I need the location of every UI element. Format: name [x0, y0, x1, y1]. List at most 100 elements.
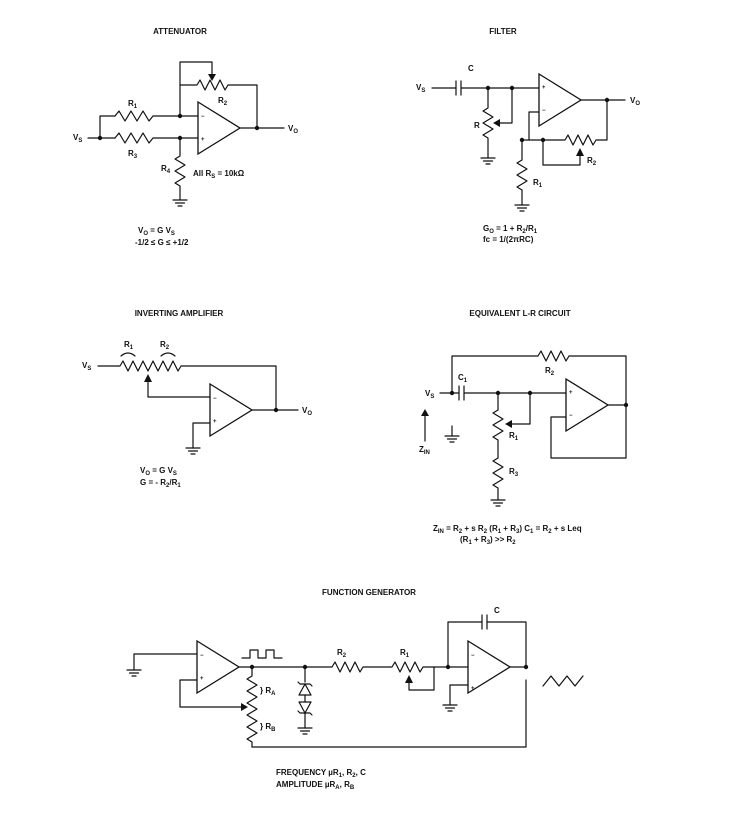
inverting-junction [273, 407, 279, 413]
inverting-r1-label: R1 [124, 340, 134, 351]
square-wave-icon [241, 649, 283, 659]
attenuator-r3-resistor [114, 132, 199, 144]
filter-wiper-arrow [493, 119, 500, 127]
lr-equation-2: (R1 + R3) >> R2 [460, 535, 516, 546]
inverting-opamp [209, 382, 254, 438]
ground-icon [172, 199, 188, 207]
lr-zin-arrow-head [421, 409, 429, 416]
filter-c-label: C [468, 64, 474, 73]
fg-bottom-feedback-wire [251, 679, 527, 748]
filter-wiper-wire [499, 87, 513, 124]
filter-equation-1: GO = 1 + R2/R1 [483, 224, 538, 235]
fg-junction [523, 664, 529, 670]
lr-r1-label: R1 [509, 431, 519, 442]
filter-wire [521, 111, 540, 141]
fg-wire [449, 684, 469, 706]
ground-icon [444, 435, 460, 443]
attenuator-equation-1: VO = G VS [138, 226, 175, 237]
ground-icon [297, 727, 313, 735]
attenuator-equation-2: -1/2 ≤ G ≤ +1/2 [135, 238, 189, 247]
lr-r2-resistor [451, 350, 627, 406]
filter-wiper-arrow [576, 148, 584, 156]
fg-zener-diode-1 [298, 683, 312, 696]
fg-integrator-opamp [467, 639, 512, 695]
ground-icon [514, 204, 530, 212]
fg-ra-label: } RA [260, 686, 276, 697]
inverting-r2-label: R2 [160, 340, 170, 351]
fg-equation-2: AMPLITUDE µRA, RB [276, 780, 355, 791]
lr-r2-label: R2 [545, 366, 555, 377]
fg-comparator-opamp [196, 639, 241, 695]
attenuator-wire [99, 115, 116, 139]
inverting-title: INVERTING AMPLIFIER [135, 309, 224, 318]
attenuator-r2-label: R2 [218, 96, 228, 107]
ground-icon [480, 157, 496, 165]
inverting-vs-label: VS [82, 361, 91, 372]
attenuator-vs-label: VS [73, 133, 82, 144]
fg-wiper-arrow [241, 703, 248, 711]
attenuator-r2-pot [179, 79, 258, 129]
inverting-r1-bracket [120, 352, 136, 357]
filter-plus: + [542, 85, 546, 91]
lr-wiper-arrow [505, 420, 512, 428]
ground-icon [185, 447, 201, 455]
fg-wire [486, 621, 527, 668]
attenuator-vo-label: VO [288, 124, 298, 135]
lr-plus: + [569, 390, 573, 396]
attenuator-opamp [197, 100, 242, 156]
filter-r2-pot [528, 99, 608, 146]
ground-icon [490, 499, 506, 507]
fg-integrator-minus: − [471, 653, 475, 659]
fg-integrator-plus: + [471, 686, 475, 692]
filter-vo-label: VO [630, 96, 640, 107]
ground-icon [126, 669, 142, 677]
filter-r2-label: R2 [587, 156, 597, 167]
inverting-equation-2: G = - R2/R1 [140, 478, 181, 489]
lr-vs-label: VS [425, 389, 434, 400]
lr-circuit: EQUIVALENT L-R CIRCUIT + − VS C1 R2 R1 R… [419, 309, 629, 546]
inverting-r1-r2-pot [97, 360, 277, 411]
inverting-equation-1: VO = G VS [140, 466, 177, 477]
fg-ra-rb-pot [246, 666, 258, 748]
attenuator-r1-resistor [114, 110, 199, 122]
fg-comparator-minus: − [200, 653, 204, 659]
fg-rb-label: } RB [260, 722, 276, 733]
fg-r2-r1-chain [238, 661, 469, 673]
attenuator-circuit: ATTENUATOR − + VS R1 R3 R2 VO R4 [73, 27, 298, 247]
filter-equation-2: fc = 1/(2πRC) [483, 235, 534, 244]
inverting-wire [192, 422, 211, 449]
lr-wiper-wire [511, 392, 531, 425]
attenuator-junction [254, 125, 260, 131]
inverting-r2-bracket [160, 352, 176, 357]
fg-zener-diode-2 [298, 701, 312, 714]
fg-r1-wiper-wire [408, 666, 435, 691]
lr-opamp [565, 377, 610, 433]
lr-c1-label: C1 [458, 373, 468, 384]
triangle-wave-icon [542, 675, 584, 687]
filter-minus: − [542, 108, 546, 114]
lr-r1-r3-resistors [492, 392, 504, 501]
attenuator-r4-resistor [174, 137, 186, 201]
attenuator-minus: − [201, 114, 205, 120]
fg-r1-wiper-arrow [405, 675, 413, 683]
attenuator-wiper-arrow [208, 74, 216, 81]
fg-wiper-wire [179, 679, 242, 708]
filter-r-pot [482, 87, 494, 159]
fg-wire [447, 621, 483, 668]
attenuator-wire [179, 61, 213, 117]
filter-opamp [538, 72, 583, 128]
filter-r1-label: R1 [533, 178, 543, 189]
inverting-vo-label: VO [302, 406, 312, 417]
lr-title: EQUIVALENT L-R CIRCUIT [469, 309, 570, 318]
lr-minus: − [569, 413, 573, 419]
function-generator-circuit: FUNCTION GENERATOR − + R2 R1 [126, 588, 584, 791]
attenuator-title: ATTENUATOR [153, 27, 207, 36]
inverting-plus: + [213, 419, 217, 425]
lr-r3-label: R3 [509, 467, 519, 478]
fg-comparator-plus: + [200, 676, 204, 682]
attenuator-r4-label: R4 [161, 164, 171, 175]
filter-vs-label: VS [416, 83, 425, 94]
fg-r2-label: R2 [337, 648, 347, 659]
filter-r1-resistor [516, 139, 528, 206]
